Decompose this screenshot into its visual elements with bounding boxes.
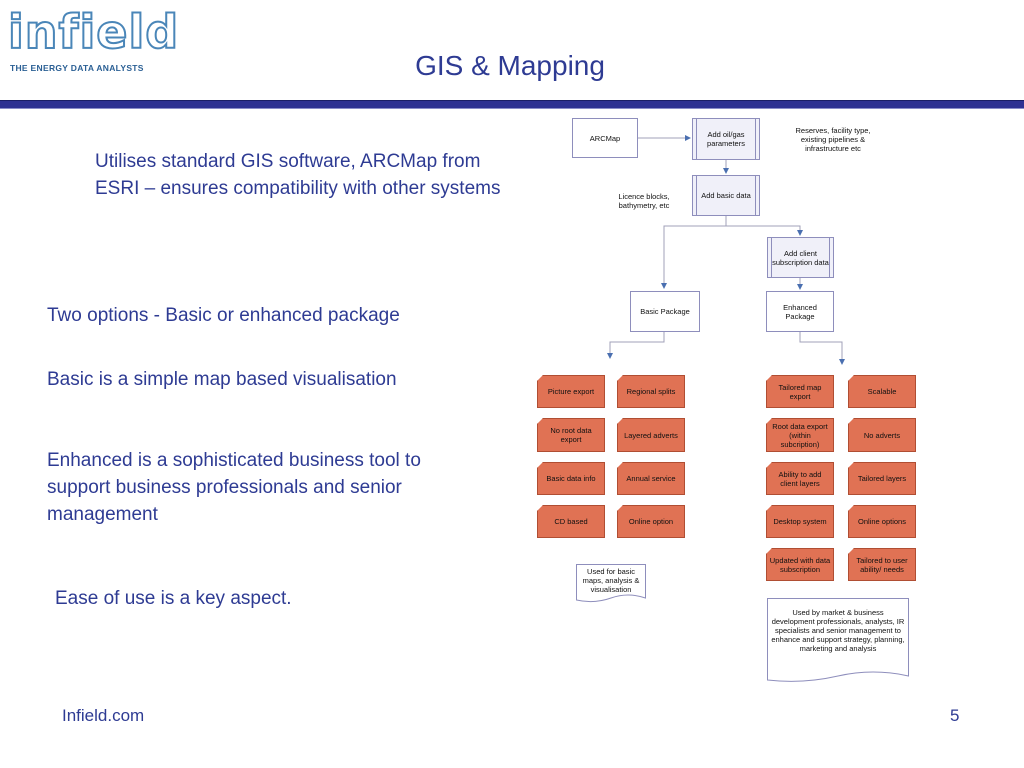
feature-tailored-to-user-ability: Tailored to user ability/ needs — [848, 548, 916, 581]
node-add-parameters-label: Add oil/gas parameters — [707, 130, 745, 148]
node-enhanced-package: Enhanced Package — [766, 291, 834, 332]
logo-tagline: THE ENERGY DATA ANALYSTS — [10, 63, 144, 73]
text-two-options: Two options - Basic or enhanced package — [47, 305, 400, 326]
feature-desktop-system: Desktop system — [766, 505, 834, 538]
doc-enhanced-usage-shape — [767, 598, 909, 682]
feature-online-option: Online option — [617, 505, 685, 538]
header-divider — [0, 100, 1024, 109]
feature-layered-adverts: Layered adverts — [617, 418, 685, 452]
feature-online-options: Online options — [848, 505, 916, 538]
text-arcmap-compatibility: Utilises standard GIS software, ARCMap f… — [95, 151, 501, 199]
infield-logo: infield THE ENERGY DATA ANALYSTS — [7, 7, 179, 73]
feature-tailored-layers: Tailored layers — [848, 462, 916, 495]
doc-basic-usage-shape — [576, 564, 646, 603]
note-licence-blocks: Licence blocks, bathymetry, etc — [618, 192, 670, 210]
feature-picture-export: Picture export — [537, 375, 605, 408]
feature-regional-splits: Regional splits — [617, 375, 685, 408]
feature-add-client-layers: Ability to add client layers — [766, 462, 834, 495]
node-add-client-data: Add client subscription data — [767, 237, 834, 278]
node-add-basic-data-label: Add basic data — [701, 191, 751, 200]
node-add-basic-data: Add basic data — [692, 175, 760, 216]
doc-enhanced-usage: Used by market & business development pr… — [767, 598, 909, 684]
node-basic-package: Basic Package — [630, 291, 700, 332]
connector-basic-split — [661, 216, 727, 289]
logo-wordmark: infield — [7, 5, 180, 59]
node-add-client-data-label: Add client subscription data — [772, 248, 829, 267]
text-enhanced-description: Enhanced is a sophisticated business too… — [47, 450, 421, 525]
feature-no-root-data-export: No root data export — [537, 418, 605, 452]
doc-basic-usage: Used for basic maps, analysis & visualis… — [576, 564, 646, 604]
feature-no-adverts: No adverts — [848, 418, 916, 452]
doc-enhanced-usage-text: Used by market & business development pr… — [771, 608, 905, 653]
footer-website: Infield.com — [62, 706, 145, 725]
text-basic-description: Basic is a simple map based visualisatio… — [47, 369, 397, 390]
feature-scalable: Scalable — [848, 375, 916, 408]
feature-updated-with-data-subscription: Updated with data subscription — [766, 548, 834, 581]
feature-cd-based: CD based — [537, 505, 605, 538]
node-arcmap: ARCMap — [572, 118, 638, 158]
connector-basic-to-client — [726, 225, 803, 236]
feature-tailored-map-export: Tailored map export — [766, 375, 834, 408]
feature-root-data-export: Root data export (within subcription) — [766, 418, 834, 452]
text-ease-of-use: Ease of use is a key aspect. — [55, 588, 292, 609]
connector-basic-package-to-features — [607, 332, 665, 359]
connector-enhanced-package-to-features — [799, 332, 845, 365]
feature-basic-data-info: Basic data info — [537, 462, 605, 495]
feature-annual-service: Annual service — [617, 462, 685, 495]
note-reserves: Reserves, facility type, existing pipeli… — [795, 125, 871, 153]
page-number: 5 — [950, 706, 960, 725]
doc-basic-usage-text: Used for basic maps, analysis & visualis… — [582, 567, 640, 594]
node-add-parameters: Add oil/gas parameters — [692, 118, 760, 160]
slide-title: GIS & Mapping — [415, 50, 605, 81]
